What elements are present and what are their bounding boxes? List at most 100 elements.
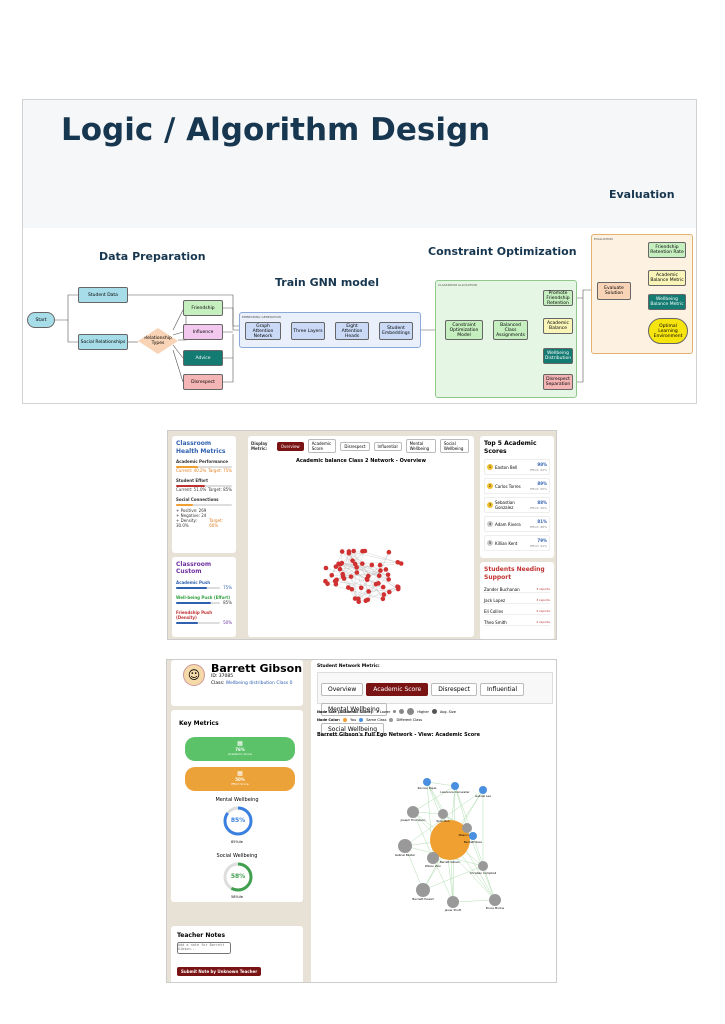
ego-node[interactable] — [489, 894, 501, 906]
ego-node[interactable] — [462, 823, 472, 833]
network-node[interactable] — [334, 577, 339, 583]
acad-push-slider[interactable] — [176, 586, 221, 589]
ego-node[interactable] — [416, 883, 430, 897]
network-node[interactable] — [376, 573, 382, 579]
network-edge — [365, 586, 398, 601]
network-node[interactable] — [345, 585, 351, 590]
node-acad-metric: Academic Balance Metric — [648, 270, 686, 286]
network-node[interactable] — [346, 549, 352, 554]
mental-percentile: 85%ile — [231, 840, 243, 844]
tab-influential[interactable]: Influential — [479, 683, 524, 696]
metric-toolbar: Display Metric: Overview Academic Score … — [251, 439, 471, 453]
network-node[interactable] — [356, 599, 362, 605]
network-node[interactable] — [354, 570, 360, 575]
ego-node[interactable] — [469, 832, 477, 840]
network-node[interactable] — [381, 592, 387, 597]
network-edge — [354, 584, 377, 599]
network-node[interactable] — [380, 584, 386, 590]
network-node[interactable] — [365, 597, 371, 603]
network-edge — [343, 576, 379, 584]
network-node[interactable] — [350, 558, 355, 563]
network-node[interactable] — [395, 559, 401, 565]
network-node[interactable] — [358, 585, 364, 591]
score-value: 88%Effort: 40% — [530, 500, 547, 510]
ego-node[interactable] — [427, 852, 439, 864]
ego-node[interactable] — [478, 861, 488, 871]
network-node[interactable] — [369, 562, 375, 568]
submit-note-button[interactable]: Submit Note by Unknown Teacher — [177, 967, 262, 976]
tab-disrespect[interactable]: Disrespect — [431, 683, 477, 696]
network-node[interactable] — [340, 574, 346, 579]
tab-academic[interactable]: Academic Score — [366, 683, 429, 696]
network-node[interactable] — [385, 572, 391, 578]
ego-node[interactable] — [407, 806, 419, 818]
network-node[interactable] — [323, 565, 329, 571]
note-input[interactable] — [177, 942, 231, 954]
class-link[interactable]: Wellbeing distribution Class 0 — [225, 681, 293, 686]
section-data-prep: Data Preparation — [99, 250, 206, 263]
well-push-slider[interactable] — [176, 601, 221, 604]
network-node[interactable] — [360, 548, 365, 554]
ego-node[interactable] — [398, 839, 412, 853]
ego-node[interactable] — [447, 896, 459, 908]
network-node[interactable] — [348, 574, 354, 579]
network-node[interactable] — [352, 561, 358, 567]
friend-push-slider[interactable] — [176, 621, 221, 624]
rank-badge: 2 — [487, 483, 493, 489]
network-edge — [342, 551, 363, 577]
network-node[interactable] — [386, 577, 391, 582]
network-node[interactable] — [395, 586, 401, 592]
network-node[interactable] — [360, 561, 365, 566]
network-node[interactable] — [339, 549, 345, 554]
network-edge — [338, 562, 398, 564]
network-panel: Display Metric: Overview Academic Score … — [248, 436, 474, 637]
tab-social[interactable]: Social Wellbeing — [321, 723, 385, 736]
network-node[interactable] — [337, 566, 343, 572]
social-density: + Density: 30.0% — [176, 518, 197, 528]
ego-node[interactable] — [438, 809, 448, 819]
ego-node[interactable] — [430, 820, 470, 860]
ego-node[interactable] — [423, 778, 431, 786]
network-node[interactable] — [378, 568, 383, 573]
network-node[interactable] — [386, 549, 392, 555]
class-network-graph[interactable] — [251, 464, 471, 634]
network-node[interactable] — [349, 586, 355, 592]
network-node[interactable] — [387, 589, 392, 595]
network-node[interactable] — [383, 567, 389, 572]
ego-node[interactable] — [479, 786, 487, 794]
network-node[interactable] — [336, 561, 341, 567]
key-metrics-title: Key Metrics — [179, 720, 219, 727]
network-node[interactable] — [329, 572, 335, 578]
network-node[interactable] — [352, 596, 358, 601]
tab-influential[interactable]: Influential — [373, 441, 402, 451]
network-node[interactable] — [373, 581, 379, 587]
network-node[interactable] — [380, 596, 386, 602]
tab-overview[interactable]: Overview — [321, 683, 364, 696]
rank-badge: 1 — [487, 464, 493, 470]
report-count: 3 reports — [536, 598, 550, 602]
network-node[interactable] — [377, 562, 383, 568]
acad-perf-label: Academic Performance — [176, 459, 228, 464]
tab-academic[interactable]: Academic Score — [307, 439, 337, 453]
tab-disrespect[interactable]: Disrespect — [340, 441, 370, 451]
tab-social[interactable]: Social Wellbeing — [439, 439, 469, 453]
network-node[interactable] — [366, 589, 371, 594]
ego-node[interactable] — [451, 782, 459, 790]
network-node[interactable] — [351, 548, 356, 554]
network-edge — [362, 551, 402, 564]
network-node[interactable] — [323, 578, 328, 584]
node-influence: Influence — [183, 324, 223, 340]
tab-overview[interactable]: Overview — [276, 441, 304, 451]
network-node[interactable] — [365, 573, 371, 579]
tab-mental[interactable]: Mental Wellbeing — [405, 439, 436, 453]
